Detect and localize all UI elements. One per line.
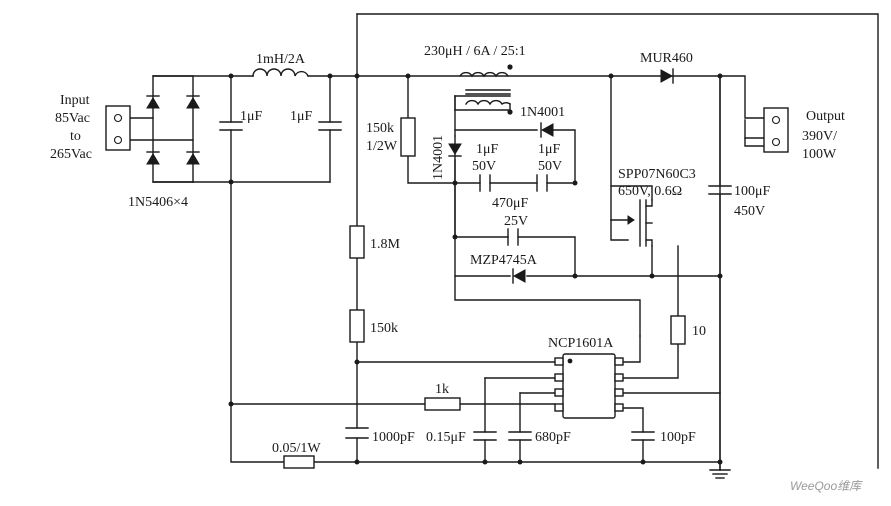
label-cap-in2: 1μF <box>290 109 313 124</box>
resistors <box>283 117 686 469</box>
label-transformer: 230μH / 6A / 25:1 <box>424 44 526 59</box>
mosfet <box>627 199 653 247</box>
zener-diode <box>512 268 526 284</box>
label-input-2: 85Vac <box>55 111 90 126</box>
label-output-2: 390V/ <box>802 129 837 144</box>
label-cap-470-1: 470μF <box>492 196 529 211</box>
labels: Input 85Vac to 265Vac 1N5406×4 1mH/2A 1μ… <box>50 44 863 493</box>
label-c-680p: 680pF <box>535 430 571 445</box>
label-r-1-8m: 1.8M <box>370 237 401 252</box>
label-c-015u: 0.15μF <box>426 430 466 445</box>
label-bridge: 1N5406×4 <box>128 195 188 210</box>
input-connector <box>105 105 131 151</box>
label-cap-b-1: 1μF <box>538 142 561 157</box>
label-inductor: 1mH/2A <box>256 52 306 67</box>
label-1n4001-h: 1N4001 <box>520 105 565 120</box>
1n4001-diodes <box>448 122 554 157</box>
output-capacitor <box>708 185 732 195</box>
mur460-diode <box>660 68 674 84</box>
label-r-start-1: 150k <box>366 121 394 136</box>
bottom-capacitors <box>345 427 655 441</box>
input-capacitors <box>219 121 342 131</box>
label-c-100p: 100pF <box>660 430 696 445</box>
label-output-3: 100W <box>802 147 837 162</box>
boost-transformer <box>459 64 513 115</box>
label-cap-out-1: 100μF <box>734 184 771 199</box>
ncp1601a-ic <box>554 353 624 419</box>
label-r-start-2: 1/2W <box>366 139 398 154</box>
label-input-3: to <box>70 129 81 144</box>
output-connector <box>763 107 789 153</box>
label-zener: MZP4745A <box>470 253 538 268</box>
label-cap-a-2: 50V <box>472 159 496 174</box>
watermark: WeeQoo维库 <box>790 479 863 493</box>
label-output-1: Output <box>806 109 845 124</box>
wires <box>129 13 879 479</box>
aux-capacitors <box>479 174 548 246</box>
label-input-4: 265Vac <box>50 147 92 162</box>
label-r-gate: 10 <box>692 324 706 339</box>
label-cap-470-2: 25V <box>504 214 528 229</box>
label-mosfet-2: 650V, 0.6Ω <box>618 184 682 199</box>
label-ic: NCP1601A <box>548 336 614 351</box>
label-c-1000p: 1000pF <box>372 430 415 445</box>
label-mosfet-1: SPP07N60C3 <box>618 167 696 182</box>
junction-dots <box>228 73 723 465</box>
label-r-150k-div: 150k <box>370 321 398 336</box>
label-r-sense: 0.05/1W <box>272 441 321 456</box>
label-cap-a-1: 1μF <box>476 142 499 157</box>
label-diode-out: MUR460 <box>640 51 693 66</box>
label-cap-b-2: 50V <box>538 159 562 174</box>
label-1n4001-v: 1N4001 <box>431 135 446 180</box>
input-inductor <box>252 68 309 77</box>
label-cap-out-2: 450V <box>734 204 765 219</box>
label-cap-in1: 1μF <box>240 109 263 124</box>
label-r-1k: 1k <box>435 382 449 397</box>
label-input-1: Input <box>60 93 90 108</box>
bridge-diodes <box>146 95 200 165</box>
